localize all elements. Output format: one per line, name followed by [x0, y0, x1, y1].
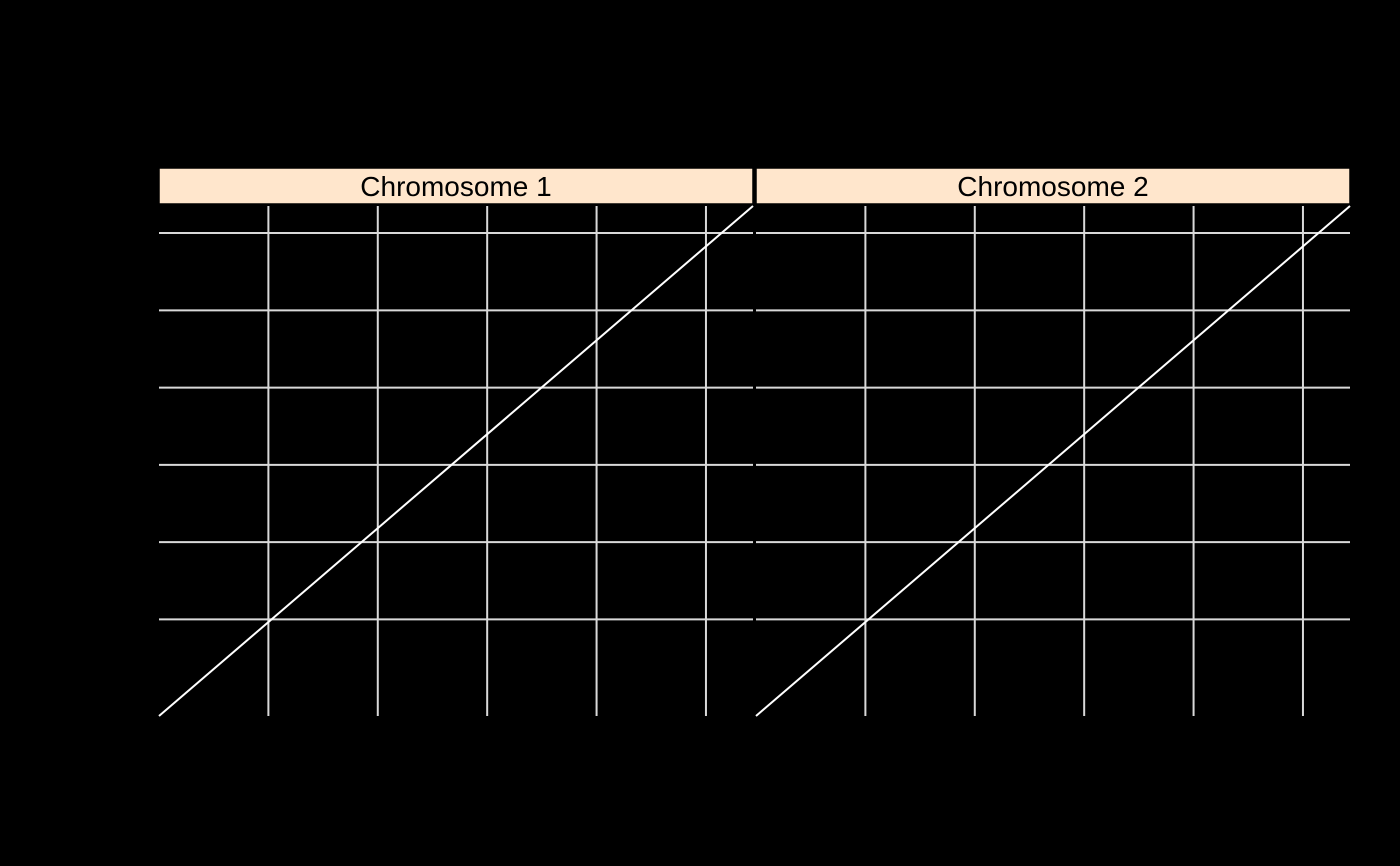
strip-label: Chromosome 2	[957, 171, 1148, 202]
strip-header	[755, 167, 1351, 205]
strip-label: Chromosome 1	[360, 171, 551, 202]
panel-chromosome-1: Chromosome 1	[158, 167, 754, 717]
panel-chromosome-2: Chromosome 2	[755, 167, 1351, 717]
reference-line	[158, 205, 754, 717]
reference-line	[755, 205, 1351, 717]
strip-header	[158, 167, 754, 205]
